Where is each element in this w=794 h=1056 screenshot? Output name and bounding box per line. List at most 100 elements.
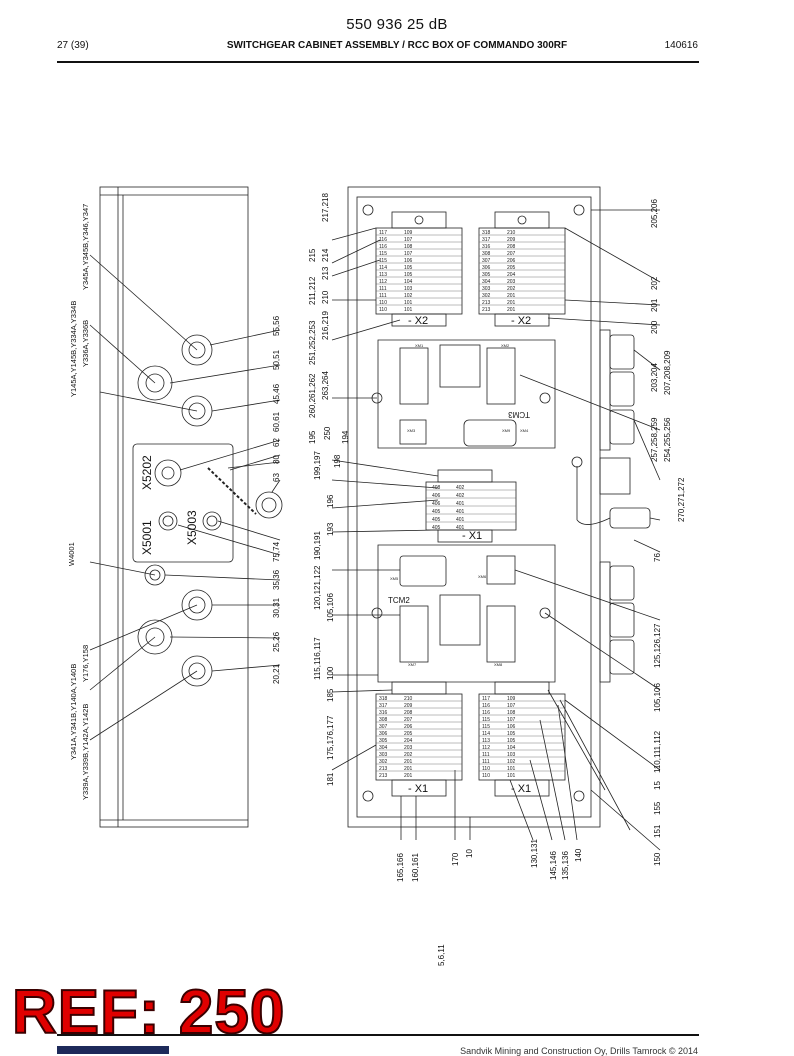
terminal-label: 303 (482, 286, 491, 292)
terminal-label: 306 (379, 731, 388, 737)
terminal-label: 201 (404, 766, 413, 772)
terminal-label: 304 (379, 745, 388, 751)
terminal-label: 210 (404, 696, 413, 702)
terminal-label: 307 (482, 258, 491, 264)
item-bubble: 76 (653, 553, 662, 562)
item-bubble: 194 (341, 430, 350, 444)
terminal-label: 108 (404, 244, 413, 250)
terminal-label: 108 (507, 710, 516, 716)
item-bubble: 250 (323, 426, 332, 440)
terminal-label: 317 (379, 703, 388, 709)
terminal-label: 107 (404, 237, 413, 243)
terminal-label: 210 (507, 230, 516, 236)
item-bubble: 260,261,262 (308, 373, 317, 418)
terminal-column-lower-d: 210 209 208 207 206 205 204 203 202 201 … (404, 696, 413, 779)
item-bubble: 199,197 (313, 451, 322, 480)
terminal-label: 107 (404, 251, 413, 257)
terminal-label: 213 (482, 307, 491, 313)
terminal-label: 101 (404, 300, 413, 306)
terminal-label: 101 (507, 773, 516, 779)
terminal-label: 115 (379, 251, 387, 257)
terminal-label: 405 (432, 517, 441, 523)
item-bubble: 150 (653, 852, 662, 866)
item-bubble: 105,106 (326, 593, 335, 622)
item-bubble: 165,166 (396, 853, 405, 882)
terminal-label: 117 (482, 696, 490, 702)
terminal-label: 117 (379, 230, 387, 236)
terminal-label: 110 (379, 300, 387, 306)
label-cable-w4001: W4001 (67, 542, 76, 566)
item-bubble: 254,255,256 (663, 417, 672, 462)
terminal-label: 206 (507, 258, 516, 264)
terminal-label: 107 (507, 703, 516, 709)
label-valves-y347: Y345A,Y345B,Y346,Y347 (81, 204, 90, 290)
terminal-label: 208 (404, 710, 413, 716)
terminal-label: 316 (379, 710, 388, 716)
footer-rule (57, 1034, 699, 1036)
item-bubble: 257,258,259 (650, 417, 659, 462)
terminal-label: 303 (379, 752, 388, 758)
terminal-label: 112 (482, 745, 490, 751)
item-bubble: 210 (321, 290, 330, 304)
item-bubble: 115,116,117 (313, 637, 322, 680)
terminal-column-lower-a: 117 116 116 115 115 114 113 112 111 111 … (482, 696, 490, 779)
item-bubble: 263,264 (321, 371, 330, 400)
item-bubble: 215 (308, 248, 317, 262)
item-bubble: 62 (272, 438, 281, 447)
terminal-label: 116 (379, 244, 387, 250)
terminal-label: 204 (507, 272, 516, 278)
terminal-label: 206 (404, 724, 413, 730)
terminal-label: 103 (404, 286, 413, 292)
terminal-label: 203 (404, 745, 413, 751)
item-bubble: 30,31 (272, 597, 281, 618)
terminal-label: 113 (482, 738, 490, 744)
item-bubble: 105,106 (653, 683, 662, 712)
terminal-column-mid-b: 402 402 401 401 401 401 (456, 485, 465, 531)
terminal-label: 405 (432, 525, 441, 531)
item-bubble: 190,191 (313, 531, 322, 560)
terminal-label: 213 (379, 766, 388, 772)
item-bubble: 196 (326, 494, 335, 508)
port-label-xm6: XM6 (478, 574, 487, 579)
terminal-label: 304 (482, 279, 491, 285)
terminal-label: 201 (507, 300, 516, 306)
item-bubble: 214 (321, 248, 330, 262)
terminal-label: 207 (404, 717, 413, 723)
item-bubble: 217,218 (321, 193, 330, 222)
item-bubble: 211,212 (308, 276, 317, 305)
terminal-label: 107 (507, 717, 516, 723)
terminal-label: 106 (507, 724, 516, 730)
terminal-label: 201 (507, 307, 516, 313)
terminal-label: 408 (432, 485, 441, 491)
terminal-column-c: 318 317 316 308 307 306 305 304 303 302 … (482, 230, 491, 313)
terminal-label: 115 (482, 724, 490, 730)
document-number: 550 936 25 dB (346, 16, 448, 33)
terminal-label: 111 (379, 286, 387, 292)
block-label-x2: - X2 (408, 315, 428, 327)
terminal-label: 110 (379, 307, 387, 313)
item-bubble: 120,121,122 (313, 565, 322, 610)
block-label-x1: - X1 (462, 530, 482, 542)
terminal-column-lower-b: 109 107 108 107 106 105 105 104 103 102 … (507, 696, 516, 779)
terminal-label: 105 (507, 731, 516, 737)
terminal-label: 302 (482, 293, 491, 299)
terminal-label: 116 (379, 237, 387, 243)
terminal-label: 101 (507, 766, 516, 772)
port-label-xm3: XM3 (407, 428, 416, 433)
terminal-label: 112 (379, 279, 387, 285)
port-label-xm5: XM5 (390, 576, 399, 581)
terminal-label: 105 (507, 738, 516, 744)
item-bubble: 205,206 (650, 199, 659, 228)
terminal-label: 401 (456, 525, 465, 531)
item-bubble: 110,111,112 (653, 730, 662, 773)
terminal-label: 308 (482, 251, 491, 257)
label-valves-y176: Y176,Y158 (81, 645, 90, 682)
item-bubble: 203,204 (650, 363, 659, 392)
item-bubble: 55,56 (272, 315, 281, 336)
item-bubble: 155 (653, 801, 662, 815)
document-title: SWITCHGEAR CABINET ASSEMBLY / RCC BOX OF… (226, 40, 568, 51)
terminal-column-b: 109 107 108 107 106 105 105 104 103 102 … (404, 230, 413, 313)
company-logo (57, 1046, 169, 1054)
terminal-label: 105 (404, 272, 413, 278)
